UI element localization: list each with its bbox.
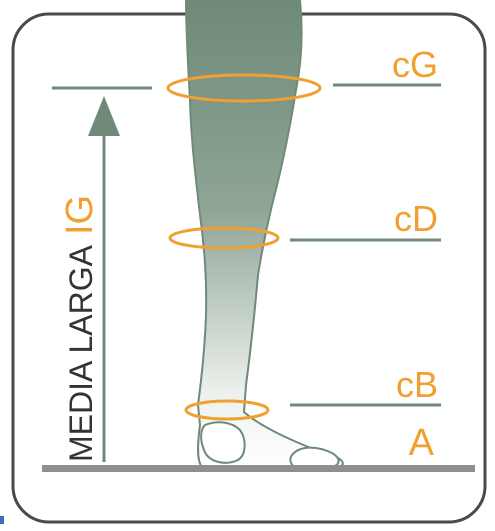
vertical-label: MEDIA LARGA IG xyxy=(59,195,101,462)
label-A: A xyxy=(409,422,435,464)
label-cG: cG xyxy=(392,44,438,85)
vertical-label-main: MEDIA LARGA xyxy=(63,244,99,462)
foot-cutout xyxy=(201,422,245,462)
corner-mark xyxy=(0,516,4,524)
label-cD: cD xyxy=(394,198,438,239)
vertical-label-text: MEDIA LARGA IG xyxy=(59,195,101,462)
vertical-label-accent: IG xyxy=(59,195,101,235)
floor-line xyxy=(42,465,475,472)
label-cB: cB xyxy=(396,364,438,405)
